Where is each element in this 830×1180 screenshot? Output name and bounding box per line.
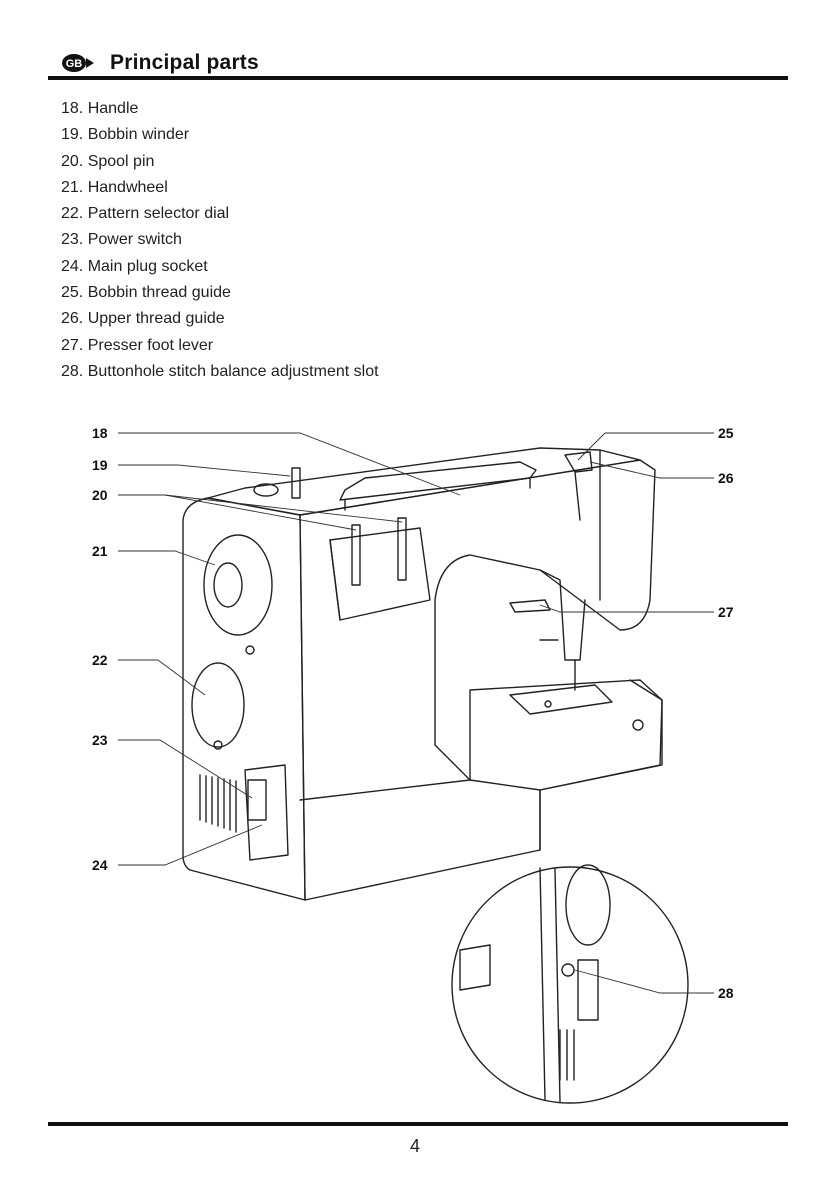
machine-left-side: [182, 497, 306, 901]
needle-plate: [509, 684, 613, 715]
callout-25: 25: [718, 425, 734, 441]
detail-inset-circle: [451, 866, 689, 1104]
list-item: 19. Bobbin winder: [61, 126, 190, 144]
callout-20: 20: [92, 487, 108, 503]
list-item: 26. Upper thread guide: [61, 310, 225, 328]
gb-badge-text: GB: [66, 58, 83, 70]
callout-23: 23: [92, 732, 108, 748]
thread-guide-icon: [564, 451, 593, 473]
callout-27: 27: [718, 604, 734, 620]
spool-pin-icon: [397, 517, 407, 581]
list-item: 21. Handwheel: [61, 178, 168, 196]
callout-22: 22: [92, 652, 108, 668]
machine-front-arm: [299, 459, 656, 801]
callout-18: 18: [92, 425, 108, 441]
footer-rule: [48, 1122, 788, 1126]
bobbin-winder-icon: [291, 467, 301, 499]
callout-19: 19: [92, 457, 108, 473]
parts-list: 18. Handle 19. Bobbin winder 20. Spool p…: [61, 96, 379, 385]
list-item: 22. Pattern selector dial: [61, 205, 230, 223]
list-item: 24. Main plug socket: [61, 257, 208, 275]
page-title: Principal parts: [110, 51, 259, 74]
list-item: 18. Handle: [61, 100, 139, 117]
list-item: 28. Buttonhole stitch balance adjustment…: [61, 362, 379, 380]
callout-24: 24: [92, 857, 108, 873]
page-number: 4: [409, 1136, 420, 1156]
header-rule: [48, 76, 788, 80]
handle-icon: [339, 461, 537, 501]
callout-28: 28: [718, 985, 734, 1001]
list-item: 23. Power switch: [61, 231, 182, 249]
free-arm-base: [469, 679, 663, 791]
plug-socket-icon: [244, 764, 289, 861]
handwheel-icon: [203, 534, 273, 636]
page-header: GB Principal parts: [60, 48, 259, 78]
callout-26: 26: [718, 470, 734, 486]
power-switch-icon: [247, 779, 267, 821]
spool-holder: [329, 527, 431, 621]
list-item: 20. Spool pin: [61, 152, 155, 170]
gb-language-icon: GB: [60, 52, 100, 74]
list-item: 27. Presser foot lever: [61, 336, 214, 354]
pattern-selector-dial-icon: [191, 662, 245, 748]
callout-21: 21: [92, 543, 108, 559]
spool-pin-icon: [351, 524, 361, 586]
presser-foot-lever-icon: [509, 599, 551, 613]
vent-icon: [199, 774, 237, 833]
list-item: 25. Bobbin thread guide: [61, 284, 231, 302]
